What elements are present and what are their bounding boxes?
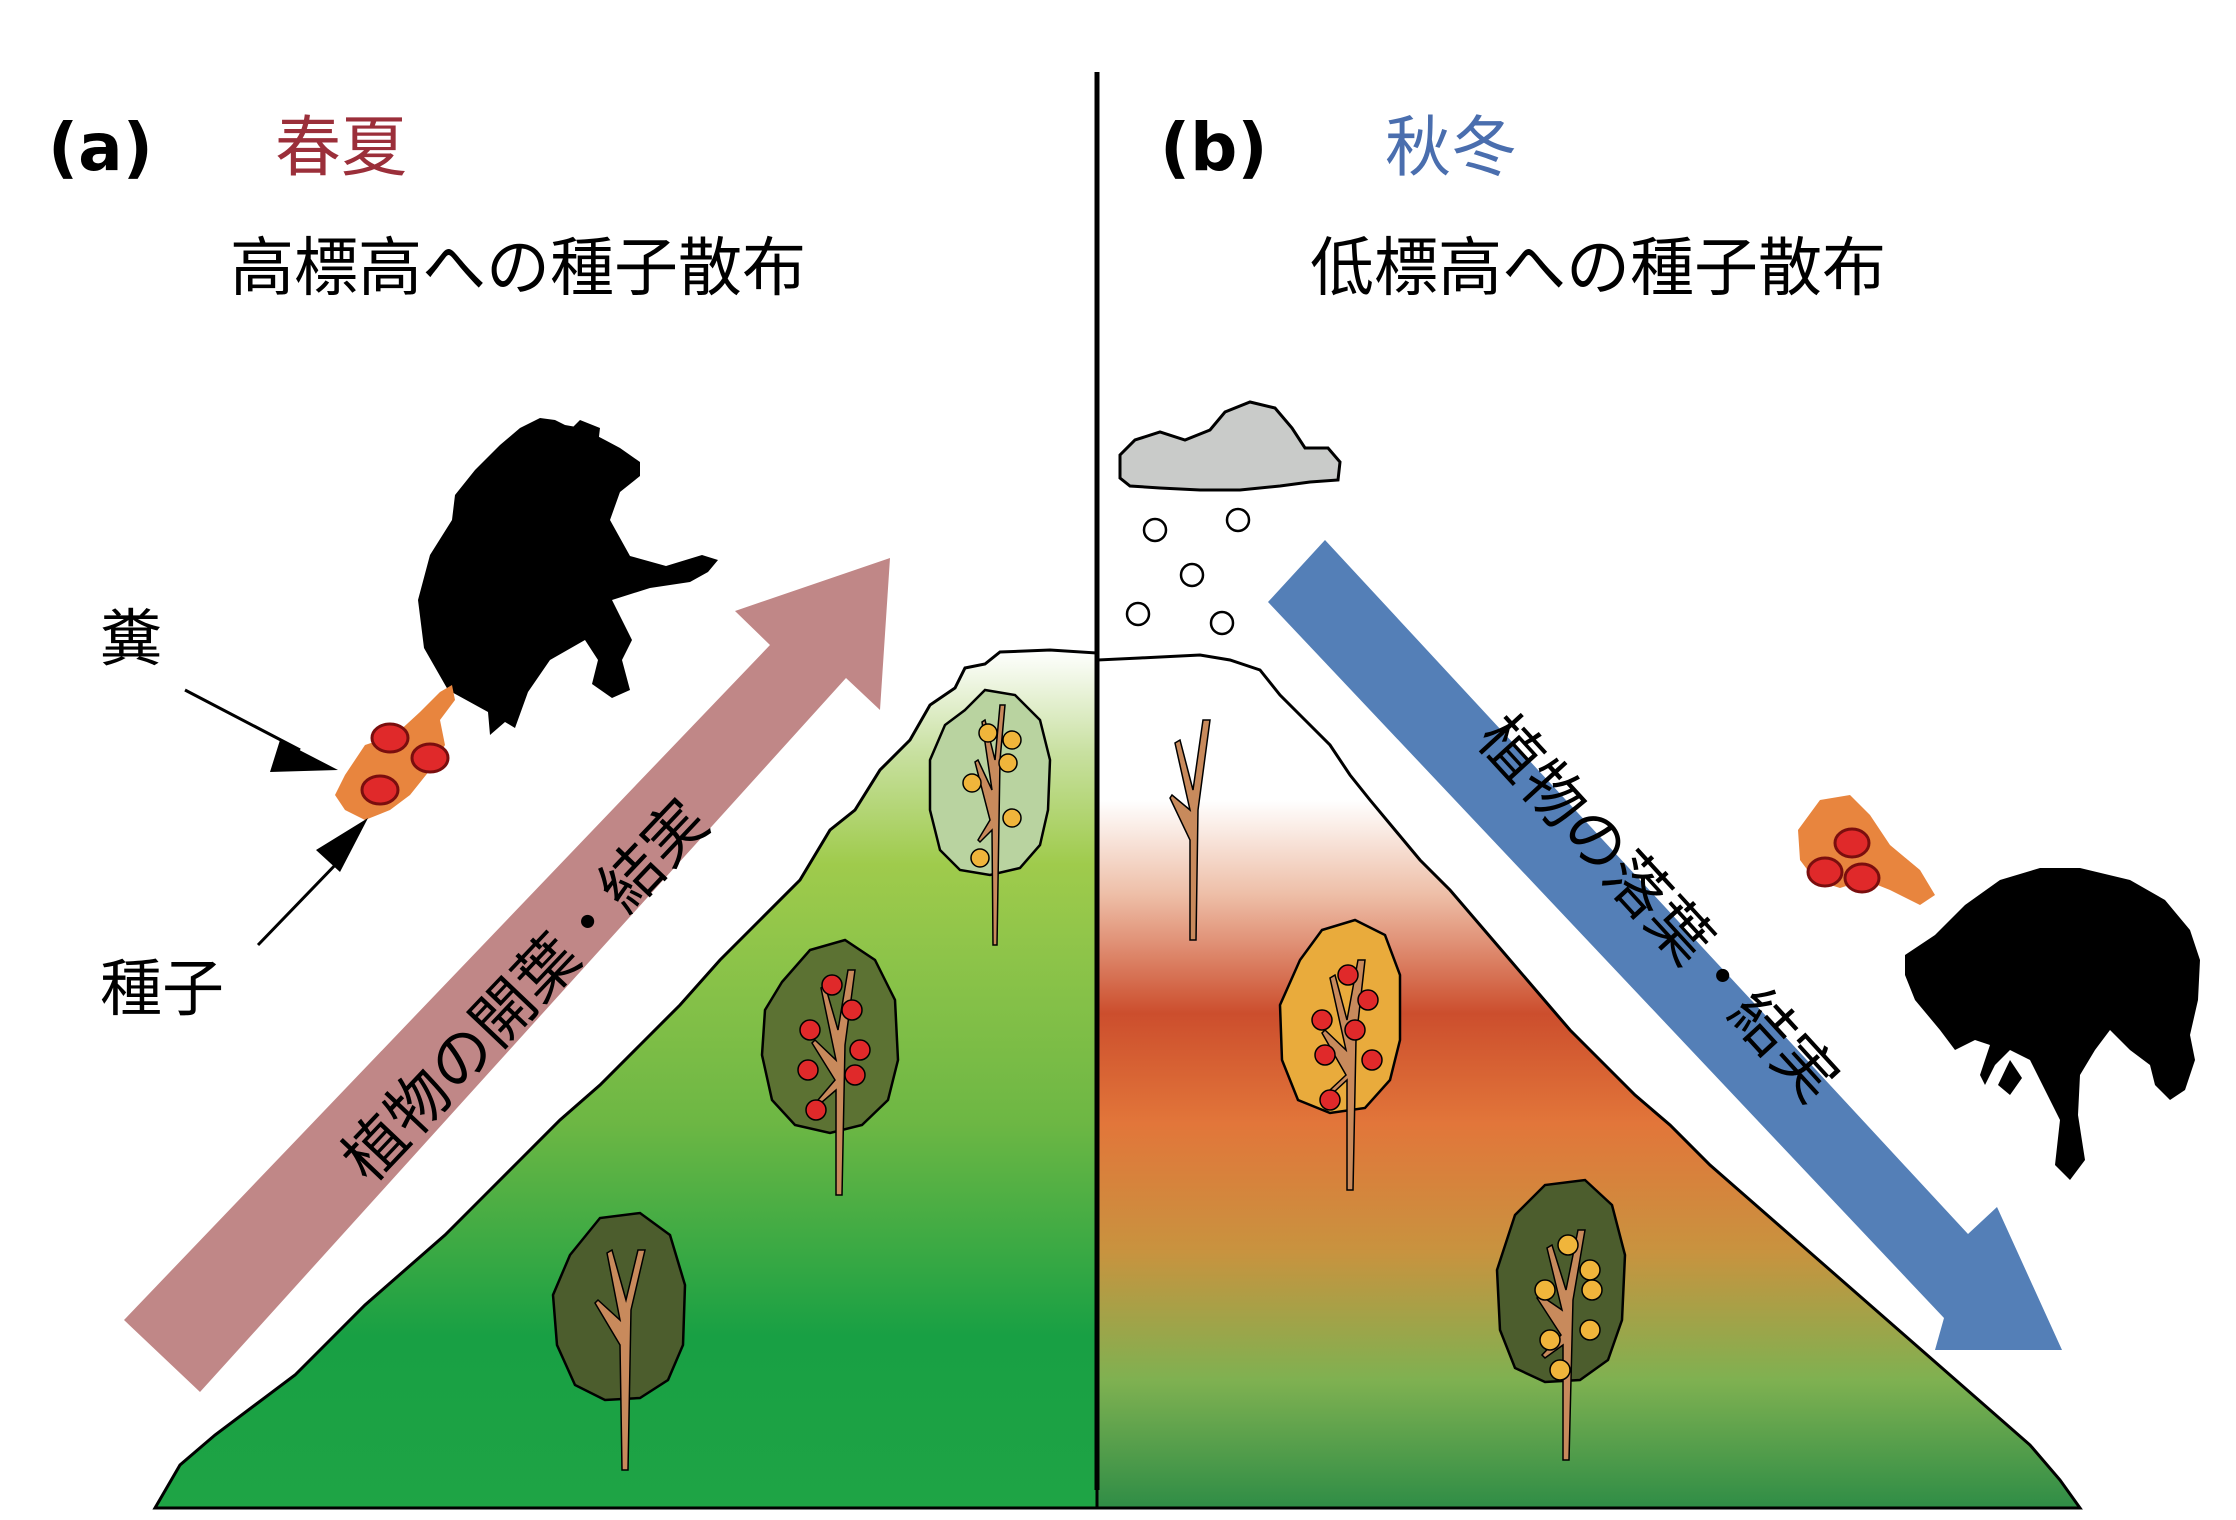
tree-icon xyxy=(760,938,900,1196)
season-spring-summer: 春夏 xyxy=(275,109,407,186)
feces-pointer xyxy=(184,688,301,752)
panel-b-title: 低標高への種子散布 xyxy=(1310,232,1886,306)
tree-icon xyxy=(928,688,1052,946)
tree-icon xyxy=(1495,1178,1627,1461)
seed-pointer xyxy=(256,858,342,947)
cloud-icon xyxy=(1118,400,1342,492)
seed-label: 種子 xyxy=(100,952,224,1025)
feces-with-seeds-icon xyxy=(335,685,455,820)
seed-pointer-head xyxy=(316,818,368,872)
panel-a-label: (a) xyxy=(48,109,153,186)
tree-icon xyxy=(1169,719,1211,941)
mountain xyxy=(152,648,2083,1510)
mountain-right-autumn xyxy=(1095,653,2083,1510)
bear-silhouette-icon xyxy=(418,418,718,735)
panel-b-label: (b) xyxy=(1160,109,1268,186)
mountain-left-spring xyxy=(152,648,1099,1510)
season-autumn-winter: 秋冬 xyxy=(1385,109,1517,186)
tree-icon xyxy=(1278,918,1402,1191)
bear-silhouette-icon-b xyxy=(1905,868,2200,1180)
feces-label: 糞 xyxy=(100,602,162,675)
feces-pointer-head xyxy=(270,740,338,772)
tree-icon xyxy=(551,1211,687,1471)
snowflake-icon xyxy=(1125,507,1251,636)
panel-a-title: 高標高への種子散布 xyxy=(230,232,806,306)
feces-with-seeds-icon-b xyxy=(1798,795,1935,905)
